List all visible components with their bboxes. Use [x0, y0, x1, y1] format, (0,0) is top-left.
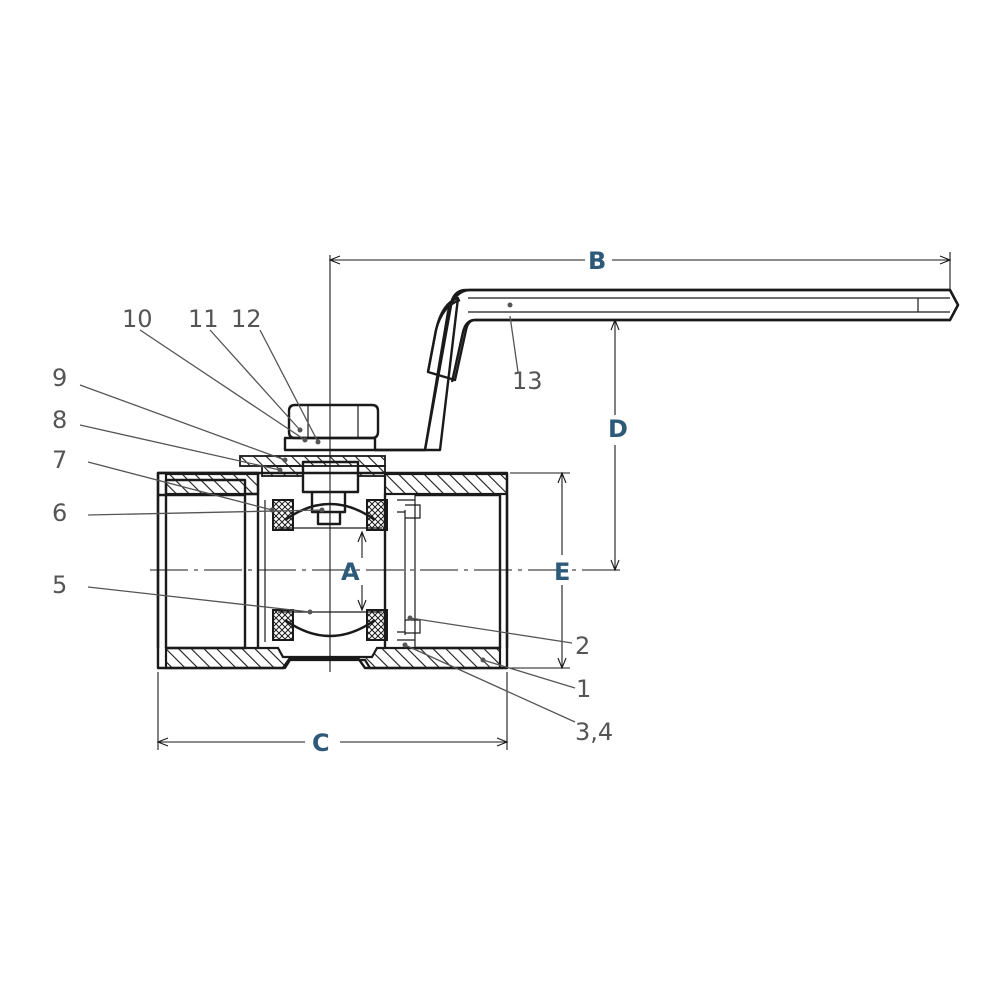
label-11: 11	[188, 305, 219, 333]
label-12: 12	[231, 305, 262, 333]
dimension-lines	[156, 252, 952, 750]
leader-5	[87, 586, 311, 613]
leader-11	[209, 329, 301, 431]
dim-label-C: C	[312, 729, 330, 757]
leader-2	[409, 617, 573, 644]
dim-label-D: D	[608, 415, 628, 443]
dim-label-A: A	[341, 558, 360, 586]
leader-3-4	[404, 644, 576, 723]
gland-nut-plate	[239, 455, 386, 467]
stem	[310, 492, 347, 514]
label-5: 5	[52, 571, 67, 599]
part-number-labels: 10 11 12 9 8 7 6 5 13 2 1 3,4	[52, 305, 613, 746]
leader-7	[87, 461, 273, 511]
label-13: 13	[512, 367, 543, 395]
center-lines	[150, 255, 625, 672]
label-3-4: 3,4	[575, 718, 613, 746]
body-top-hatch-right	[383, 472, 509, 496]
label-2: 2	[575, 632, 590, 660]
leader-6	[87, 509, 323, 516]
dim-label-B: B	[588, 247, 606, 275]
leader-12	[259, 329, 319, 443]
leader-13	[509, 315, 519, 373]
seat-lower-right	[366, 609, 388, 641]
dimension-labels: B D A E C	[312, 247, 628, 757]
label-1: 1	[576, 675, 591, 703]
seat-lower-left	[272, 609, 294, 641]
handle-lever	[373, 288, 960, 452]
seat-upper-left	[272, 499, 294, 531]
handle-outline	[375, 288, 960, 452]
body-top-hatch-left	[164, 472, 260, 496]
valve-body	[156, 471, 509, 670]
label-7: 7	[52, 446, 67, 474]
dim-label-E: E	[554, 558, 570, 586]
label-9: 9	[52, 364, 67, 392]
leader-1	[482, 659, 576, 689]
label-10: 10	[122, 305, 153, 333]
label-8: 8	[52, 406, 67, 434]
label-6: 6	[52, 499, 67, 527]
leader-8	[79, 424, 281, 471]
leader-9	[79, 384, 286, 461]
stem-tongue	[316, 512, 342, 526]
left-port-bore	[164, 493, 247, 650]
packing-right	[357, 465, 386, 477]
right-port-bore	[415, 493, 502, 650]
leader-lines	[79, 302, 576, 723]
packing-left	[261, 465, 304, 477]
ball-seats	[272, 499, 388, 641]
seat-upper-right	[366, 499, 388, 531]
hex-nut	[287, 403, 380, 440]
leader-10	[139, 329, 306, 441]
handle-section	[373, 288, 960, 452]
stem-assembly	[239, 403, 386, 526]
handle-inner-line	[426, 298, 461, 373]
